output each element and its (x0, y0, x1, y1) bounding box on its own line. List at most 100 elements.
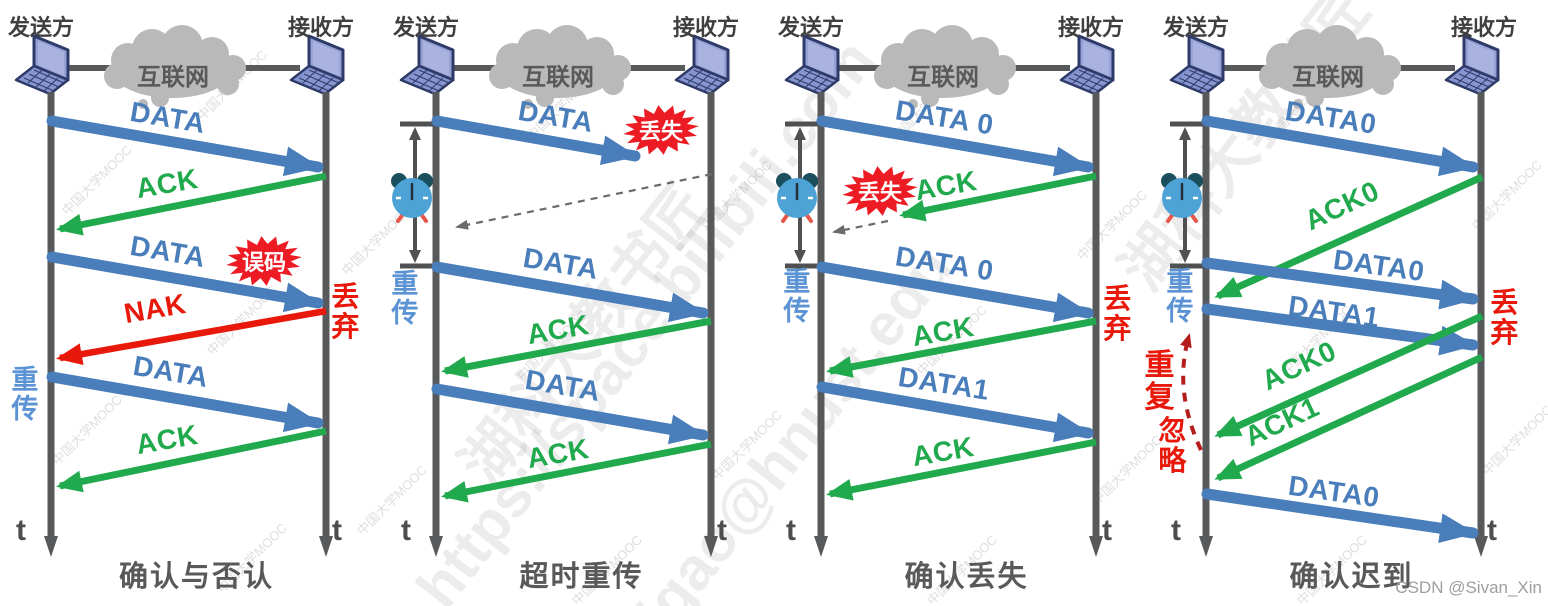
data1-arrow (816, 381, 1094, 443)
data0-label: DATA0 (1283, 95, 1379, 140)
data1-label: DATA1 (896, 361, 992, 406)
lost-badge: 丢失 (621, 103, 701, 157)
internet-label: 互联网 (1292, 64, 1364, 91)
sender-timeline (429, 92, 443, 557)
data0-label: DATA0 (1331, 243, 1427, 288)
ack-arrow (826, 317, 1097, 378)
lost-badge-text: 丢失 (857, 180, 902, 205)
duplicate-ignore-arc (1180, 333, 1203, 451)
internet-label: 互联网 (137, 64, 209, 91)
data0-label: DATA0 (1286, 469, 1382, 514)
data-label: DATA (521, 241, 601, 286)
data-label: DATA (128, 95, 208, 140)
panel4-graphics (1159, 25, 1500, 557)
data-label: DATA (128, 229, 208, 274)
time-axis-label: t (401, 514, 411, 547)
panel-caption: 确认与否认 (118, 561, 274, 593)
time-axis-label: t (1487, 514, 1497, 547)
ack-arrow (826, 438, 1097, 501)
receiver-label: 接收方 (673, 15, 740, 40)
ack-label: ACK (524, 308, 592, 351)
time-axis-label: t (1102, 514, 1112, 547)
receiver-timeline (704, 92, 718, 557)
panel-caption: 确认丢失 (904, 561, 1029, 593)
sender-timeline (814, 92, 828, 557)
data0-retransmit-arrow (1201, 257, 1479, 310)
data0-label: DATA 0 (893, 94, 996, 141)
nak-arrow (56, 307, 327, 366)
time-axis-label: t (717, 514, 727, 547)
data-label: DATA (523, 363, 603, 408)
discard-note: 丢弃 (331, 281, 360, 342)
receiver-timeline (319, 92, 333, 557)
ack0-label: ACK0 (1256, 334, 1341, 397)
data-arrow (46, 115, 324, 177)
error-badge-text: 误码 (241, 250, 286, 275)
ack1-label: ACK1 (1239, 390, 1324, 453)
panel3-graphics (774, 25, 1115, 557)
ack-label: ACK (133, 162, 201, 205)
panel1-graphics (14, 25, 345, 557)
data1-label: DATA1 (1286, 289, 1382, 334)
internet-label: 互联网 (907, 64, 979, 91)
retransmit-note: 重传 (11, 365, 39, 424)
ack1-arrow (1214, 353, 1484, 482)
sender-timeline (44, 92, 58, 557)
panel-caption: 确认迟到 (1289, 561, 1414, 593)
discard-note: 丢弃 (1490, 287, 1519, 348)
time-axis-label: t (1171, 514, 1181, 547)
internet-label: 互联网 (522, 64, 594, 91)
ack-label: ACK (909, 430, 977, 473)
panel2-graphics (389, 25, 730, 557)
duplicate-note: 重复 (1144, 349, 1175, 414)
data0-label: DATA 0 (893, 240, 996, 287)
data-arrow (431, 383, 709, 445)
retransmit-note: 重传 (1166, 267, 1194, 326)
panel-ack-late: 发送方 接收方 互联网 DATA0 ACK0 DATA0 DATA1 ACK0 … (1145, 0, 1548, 606)
receiver-timeline (1089, 92, 1103, 557)
ack0-delayed-arrow (1214, 173, 1484, 300)
panel-timeout-retransmit: 发送方 接收方 互联网 DATA DATA ACK DATA ACK 丢失 重传… (385, 0, 778, 606)
sender-timeline (1199, 92, 1213, 557)
receiver-label: 接收方 (288, 15, 355, 40)
ack-label: ACK (912, 164, 980, 207)
sender-label: 发送方 (393, 15, 460, 40)
ack-label: ACK (133, 418, 201, 461)
ignore-note: 忽略 (1158, 415, 1187, 476)
ack-label: ACK (524, 432, 592, 475)
ack-arrow (441, 317, 712, 378)
expected-ack-dashed-line (455, 172, 713, 230)
lost-badge-text: 丢失 (638, 119, 683, 144)
data0-arrow (816, 115, 1094, 177)
data0-next-arrow (1201, 488, 1479, 544)
ack-arrow (56, 427, 327, 493)
lost-badge: 丢失 (840, 164, 920, 218)
ack-arrow (56, 172, 327, 236)
ack-label: ACK (909, 310, 977, 353)
data-label: DATA (131, 349, 211, 394)
csdn-credit: CSDN @Sivan_Xin (1395, 578, 1542, 597)
ack-arrow (441, 440, 712, 503)
ack0-duplicate-arrow (1214, 312, 1484, 439)
data0-arrow (1201, 115, 1479, 177)
error-badge: 误码 (224, 234, 304, 288)
data0-retransmit-arrow (816, 261, 1094, 323)
panel-ack-lost: 发送方 接收方 互联网 DATA 0 ACK DATA 0 ACK DATA1 … (770, 0, 1163, 606)
panel-ack-nak: 发送方 接收方 互联网 DATA ACK DATA NAK DATA ACK 误… (0, 0, 393, 606)
receiver-label: 接收方 (1058, 15, 1125, 40)
retransmit-note: 重传 (391, 269, 419, 328)
sender-label: 发送方 (778, 15, 845, 40)
receiver-label: 接收方 (1451, 15, 1518, 40)
data-arrow-lost (431, 115, 641, 166)
data-label: DATA (516, 94, 596, 139)
expected-ack-dashed-line (832, 219, 889, 235)
nak-label: NAK (121, 287, 189, 330)
ack-arrow-lost (899, 172, 1097, 222)
time-axis-label: t (786, 514, 796, 547)
time-axis-label: t (16, 514, 26, 547)
time-axis-label: t (332, 514, 342, 547)
ack0-label: ACK0 (1299, 174, 1384, 237)
